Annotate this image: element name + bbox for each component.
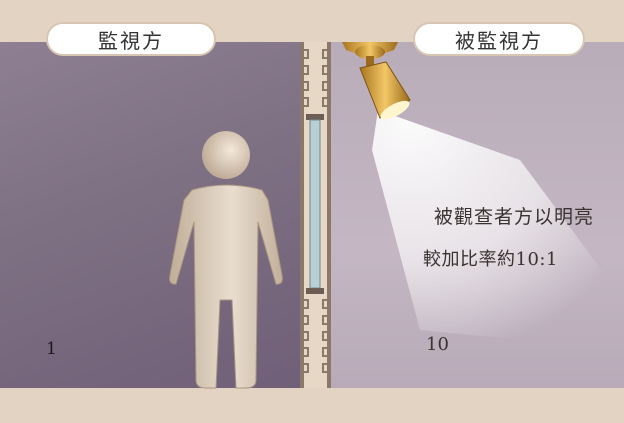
annotation-line-2: 較加比率約10:1: [423, 249, 558, 270]
wall-edge-right: [327, 42, 331, 388]
wall-hatching-upper: [304, 49, 327, 107]
wall-hatching-lower: [304, 299, 327, 373]
spotlight-icon: [342, 42, 411, 120]
glass-frame-top: [306, 114, 324, 120]
one-way-glass: [309, 119, 321, 289]
observer-luminance-value: 1: [46, 339, 57, 359]
glass-frame-bottom: [306, 288, 324, 294]
annotation-line-1: 被觀查者方以明亮: [434, 206, 595, 228]
observer-side-label: 監視方: [46, 22, 216, 56]
wall-edge-left: [300, 42, 304, 388]
observed-side-label: 被監視方: [413, 22, 585, 56]
observed-luminance-value: 10: [426, 334, 449, 355]
light-beam: [372, 110, 624, 350]
person-icon: [169, 131, 283, 389]
